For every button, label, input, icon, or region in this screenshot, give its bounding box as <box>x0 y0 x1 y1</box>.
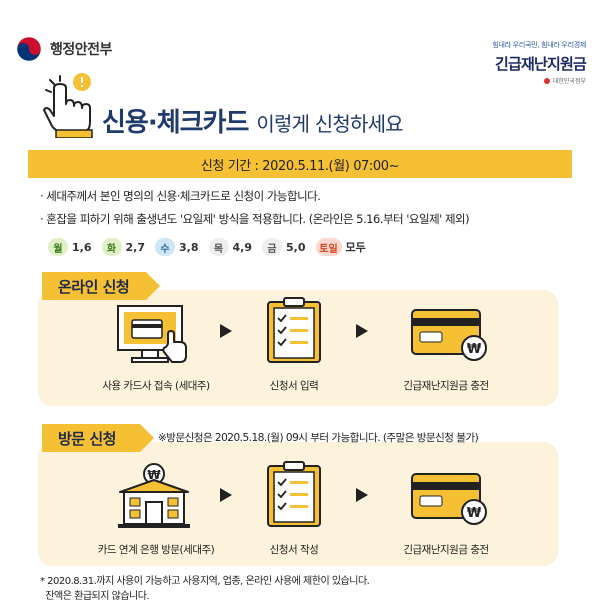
bank-building-icon: ₩ <box>118 463 190 528</box>
day-numbers: 3,8 <box>179 240 199 254</box>
svg-text:₩: ₩ <box>147 468 161 482</box>
won-card-icon: ₩ <box>411 309 487 361</box>
svg-text:₩: ₩ <box>467 342 482 357</box>
step-label: 사용 카드사 접속 (세대주) <box>102 380 210 392</box>
step-label: 긴급재난지원금 충전 <box>403 380 489 392</box>
online-tag-label: 온라인 신청 <box>58 277 130 296</box>
clipboard-checklist-icon <box>267 461 321 527</box>
notes: · 세대주께서 본인 명의의 신용·체크카드로 신청이 가능합니다. · 혼잡을… <box>40 188 570 234</box>
hero: 신용·체크카드 이렇게 신청하세요 <box>40 72 560 142</box>
brand-sub-text: 대한민국정부 <box>552 78 586 85</box>
computer-card-icon <box>117 305 187 363</box>
step-arrow <box>220 488 232 502</box>
day-badge: 월 <box>48 238 68 256</box>
visit-tag-label: 방문 신청 <box>58 429 116 448</box>
footnote-line: 잔액은 환급되지 않습니다. <box>40 591 150 602</box>
day-badge: 목 <box>208 238 229 256</box>
day-numbers: 4,9 <box>232 240 253 254</box>
won-card-icon: ₩ <box>411 473 487 525</box>
note-line: · 혼잡을 피하기 위해 출생년도 '요일제' 방식을 적용합니다. (온라인은… <box>40 212 470 226</box>
day-badge: 금 <box>262 238 282 256</box>
footnote: * 2020.8.31.까지 사용이 가능하고 사용지역, 업종, 온라인 사용… <box>40 574 370 604</box>
step-label: 신청서 작성 <box>269 544 319 556</box>
headline-sub: 이렇게 신청하세요 <box>256 112 403 136</box>
step-arrow <box>356 488 368 502</box>
day-numbers: 1,6 <box>72 240 92 254</box>
visit-note: ※방문신청은 2020.5.18.(월) 09시 부터 가능합니다. (주말은 … <box>158 432 479 444</box>
brand-title: 긴급재난지원금 <box>494 55 587 73</box>
day-numbers: 5,0 <box>286 240 306 254</box>
brand-sub: 대한민국정부 <box>492 76 586 85</box>
government-dot-icon <box>543 77 550 84</box>
taegeuk-emblem-icon <box>16 36 42 62</box>
step-label: 카드 연계 은행 방문(세대주) <box>97 544 215 556</box>
step-arrow <box>220 324 232 338</box>
clipboard-checklist-icon <box>267 297 321 363</box>
headline: 신용·체크카드 이렇게 신청하세요 <box>102 102 404 139</box>
day-numbers: 2,7 <box>125 240 146 254</box>
application-period-text: 신청 기간 : 2020.5.11.(월) 07:00~ <box>200 158 400 174</box>
day-everyone: 모두 <box>345 241 366 254</box>
application-period-bar: 신청 기간 : 2020.5.11.(월) 07:00~ <box>28 150 572 178</box>
day-schedule: 월 1,6 화 2,7 수 3,8 목 4,9 금 5,0 토일 모두 <box>48 238 366 256</box>
step-label: 긴급재난지원금 충전 <box>403 544 489 556</box>
note-line: · 세대주께서 본인 명의의 신용·체크카드로 신청이 가능합니다. <box>40 189 321 203</box>
brand-slogan: 힘내라 우리국민, 힘내라 우리경제 <box>492 41 586 49</box>
ministry-logo: 행정안전부 <box>16 36 112 62</box>
day-badge: 토일 <box>315 238 342 256</box>
day-badge: 화 <box>101 238 122 256</box>
visit-tag: 방문 신청 <box>42 424 154 452</box>
step-label: 신청서 입력 <box>269 380 319 392</box>
day-badge: 수 <box>155 238 175 256</box>
online-tag: 온라인 신청 <box>42 272 160 300</box>
ministry-name: 행정안전부 <box>50 42 112 58</box>
header: 행정안전부 힘내라 우리국민, 힘내라 우리경제 긴급재난지원금 대한민국정부 <box>0 0 600 85</box>
footnote-line: * 2020.8.31.까지 사용이 가능하고 사용지역, 업종, 온라인 사용… <box>40 576 370 587</box>
headline-main: 신용·체크카드 <box>102 108 249 138</box>
svg-text:₩: ₩ <box>467 506 482 521</box>
brand-logo: 힘내라 우리국민, 힘내라 우리경제 긴급재난지원금 대한민국정부 <box>492 40 586 85</box>
step-arrow <box>356 324 368 338</box>
pointing-hand-icon <box>43 73 93 138</box>
